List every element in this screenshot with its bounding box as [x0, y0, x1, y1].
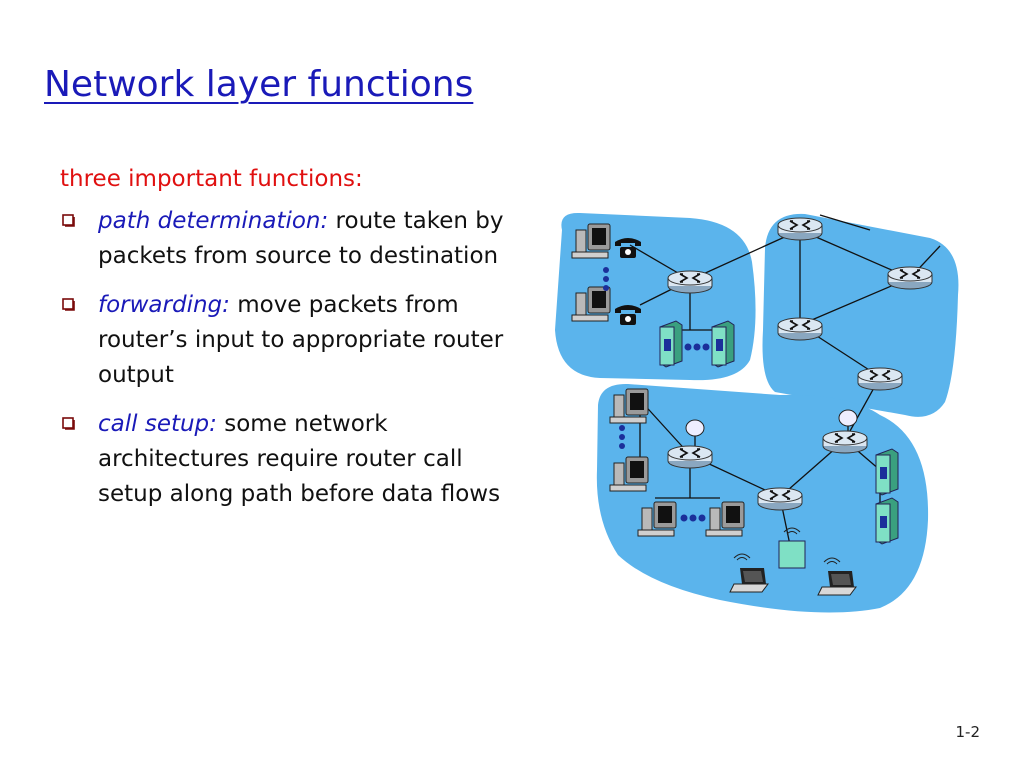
ellipsis-dots	[603, 267, 609, 291]
ellipsis-dots	[680, 514, 706, 522]
bullet-text: some network architectures require route…	[98, 411, 501, 507]
hollow-square-bullet-icon	[62, 214, 75, 227]
network-cloud-top-right	[762, 213, 959, 417]
router-icon	[887, 266, 933, 290]
bullet-term: call setup:	[98, 411, 217, 437]
bullet-forwarding: forwarding: move packets from router’s i…	[60, 288, 510, 393]
bullet-text: route taken by packets from source to de…	[98, 208, 504, 269]
page-number: 1-2	[955, 723, 981, 741]
hollow-square-bullet-icon	[62, 298, 75, 311]
functions-intro: three important functions:	[60, 166, 363, 192]
server-icon	[875, 497, 899, 545]
wireless-access-point-icon	[778, 527, 806, 569]
bullet-path-determination: path determination: route taken by packe…	[60, 204, 510, 274]
server-icon	[711, 320, 735, 368]
slide-title: Network layer functions	[44, 64, 474, 105]
satellite-dish-icon	[685, 419, 705, 437]
bullet-text: move packets from router’s input to appr…	[98, 292, 504, 388]
hollow-square-bullet-icon	[62, 417, 75, 430]
router-icon	[822, 430, 868, 454]
router-icon	[667, 270, 713, 294]
server-icon	[875, 448, 899, 496]
router-icon	[777, 217, 823, 241]
bullet-term: forwarding:	[98, 292, 230, 318]
router-icon	[777, 317, 823, 341]
router-icon	[757, 487, 803, 511]
router-icon	[667, 445, 713, 469]
satellite-dish-icon	[838, 409, 858, 427]
ellipsis-dots	[684, 343, 710, 351]
router-icon	[857, 367, 903, 391]
bullet-call-setup: call setup: some network architectures r…	[60, 407, 510, 512]
bullet-term: path determination:	[98, 208, 329, 234]
server-icon	[659, 320, 683, 368]
ellipsis-dots	[619, 425, 625, 449]
function-list: path determination: route taken by packe…	[60, 204, 510, 526]
